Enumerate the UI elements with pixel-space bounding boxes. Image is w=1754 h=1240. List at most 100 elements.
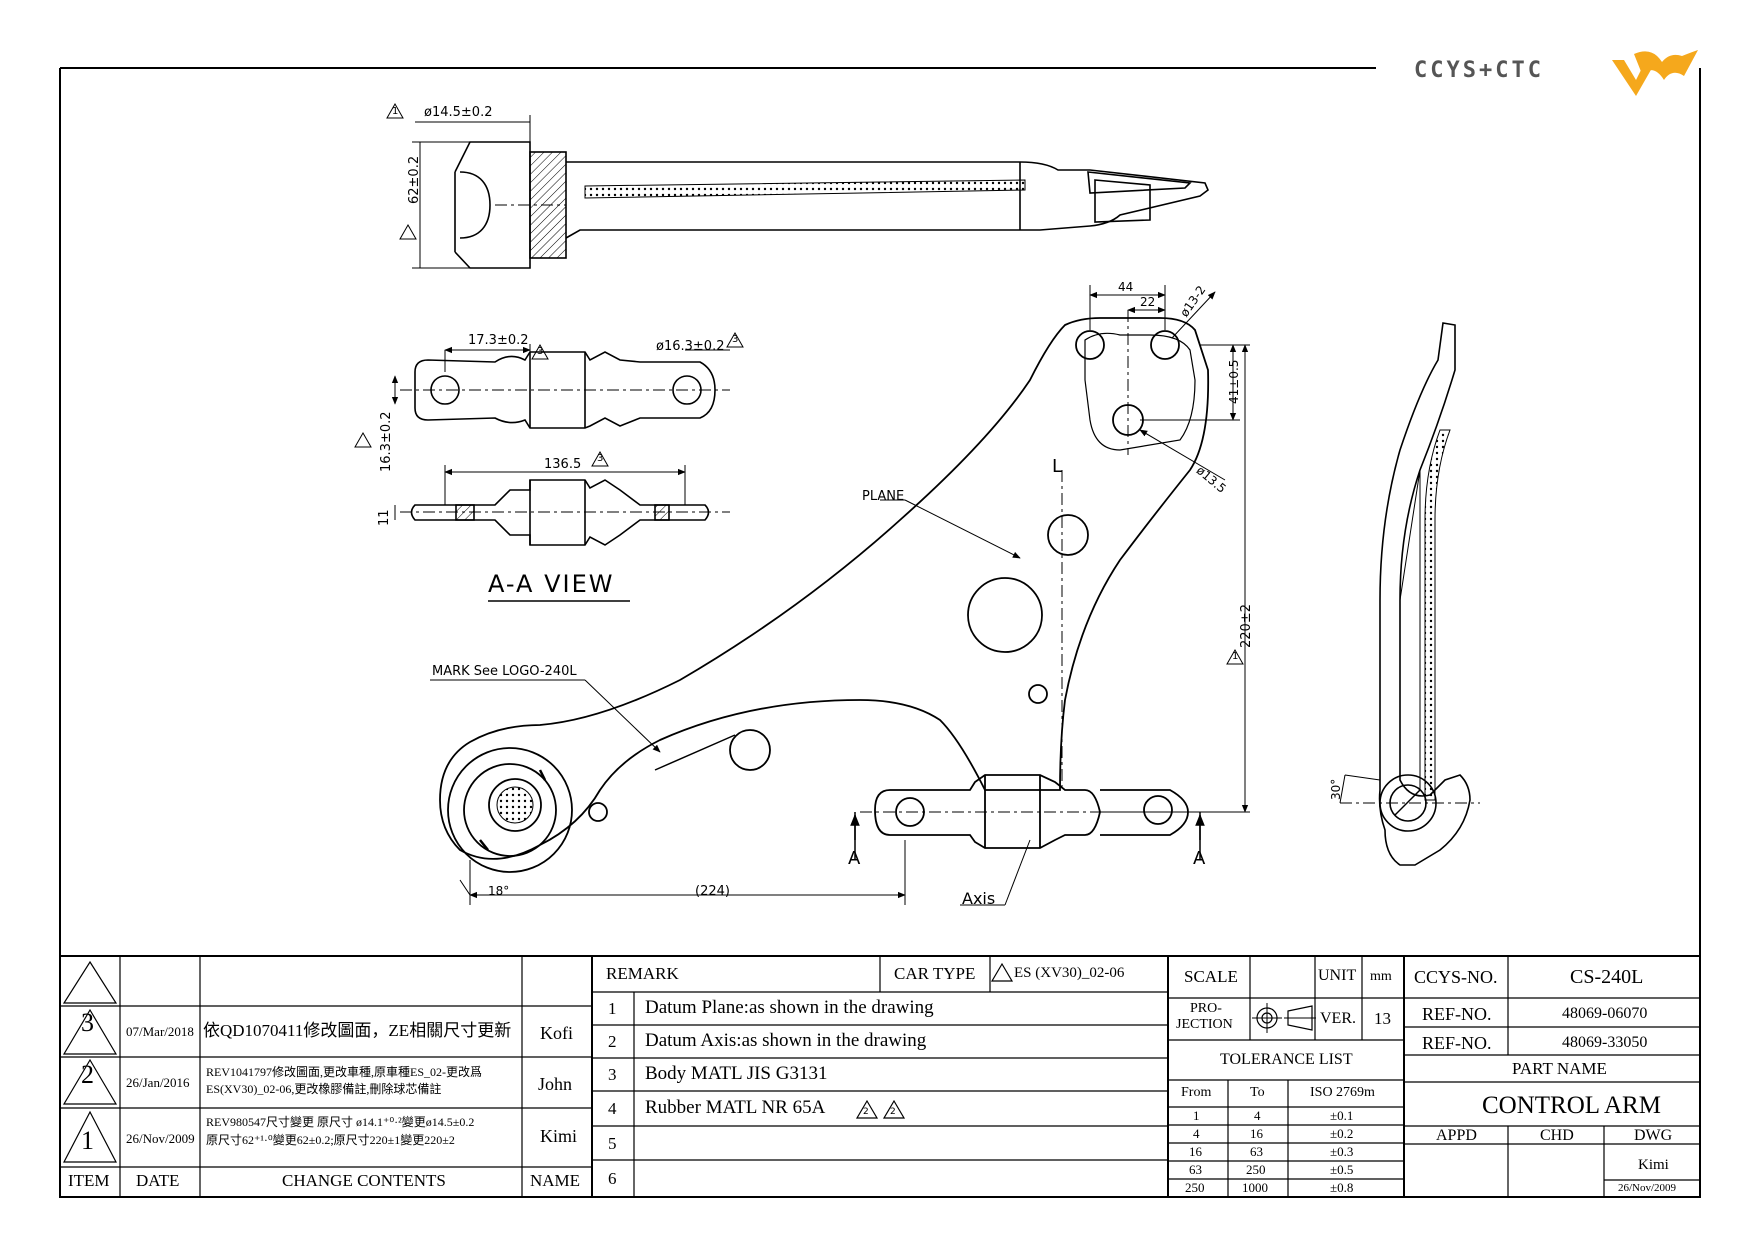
appd-label: APPD xyxy=(1436,1127,1477,1144)
remark-text: Rubber MATL NR 65A xyxy=(645,1097,826,1118)
dim-bushing-dia: ø14.5±0.2 xyxy=(424,105,493,120)
tol-to: 16 xyxy=(1250,1126,1263,1141)
section-a-right: A xyxy=(1193,848,1206,869)
car-type-label: CAR TYPE xyxy=(894,964,976,983)
rev-item-2: 2 xyxy=(81,1060,94,1089)
remark-no: 5 xyxy=(608,1134,617,1153)
bushing-view xyxy=(400,351,730,429)
top-view xyxy=(454,141,1209,269)
tol-from: 16 xyxy=(1189,1144,1202,1159)
tol-to: 250 xyxy=(1246,1162,1266,1177)
tol-value: ±0.2 xyxy=(1330,1126,1354,1141)
rubber-marker: 2 xyxy=(863,1107,869,1117)
rev-change-1-line1: REV980547尺寸變更 原尺寸 ø14.1⁺⁰·²變更ø14.5±0.2 xyxy=(206,1115,475,1129)
remark-no: 1 xyxy=(608,999,617,1018)
tol-header-std: ISO 2769m xyxy=(1310,1085,1375,1100)
dim-angle-18: 18° xyxy=(488,884,510,898)
tol-value: ±0.8 xyxy=(1330,1180,1354,1195)
remark-no: 2 xyxy=(608,1032,617,1051)
tol-header-to: To xyxy=(1250,1085,1265,1100)
tol-from: 63 xyxy=(1189,1162,1202,1177)
mark-logo-label: MARK See LOGO-240L xyxy=(432,664,577,679)
remark-no: 6 xyxy=(608,1169,617,1188)
rev-header-date: DATE xyxy=(136,1171,180,1190)
dim-hole-spacing: 44 xyxy=(1118,280,1134,294)
dim-bushing-length: 17.3±0.2 xyxy=(468,333,529,348)
tol-to: 4 xyxy=(1254,1108,1261,1123)
ref1-value: 48069-06070 xyxy=(1562,1005,1648,1022)
dim-bushing-height: 62±0.2 xyxy=(407,155,422,204)
remark-no: 3 xyxy=(608,1065,617,1084)
title-block-grid xyxy=(59,955,1701,1198)
rev-marker: 3 xyxy=(732,334,739,345)
axis-label: Axis xyxy=(962,889,996,908)
rev-date-1: 26/Nov/2009 xyxy=(126,1131,195,1146)
rev-header-change: CHANGE CONTENTS xyxy=(282,1171,446,1190)
rev-name-1: Kimi xyxy=(540,1126,578,1146)
company-logo-text: CCYS+CTC xyxy=(1414,58,1544,83)
section-a-left: A xyxy=(848,848,861,869)
car-type-value: ES (XV30)_02-06 xyxy=(1014,965,1125,981)
dwg-name: Kimi xyxy=(1638,1157,1669,1173)
ref1-label: REF-NO. xyxy=(1422,1004,1492,1024)
rev-marker: 3 xyxy=(537,346,544,357)
bushing-dimensions xyxy=(354,331,744,602)
ccys-value: CS-240L xyxy=(1570,966,1644,988)
remark-text: Datum Axis:as shown in the drawing xyxy=(645,1030,927,1051)
tol-from: 4 xyxy=(1193,1126,1200,1141)
shaft-view xyxy=(400,479,730,546)
rev-item-3: 3 xyxy=(81,1008,94,1037)
rev-marker: 3 xyxy=(597,453,604,464)
arm-dimensions xyxy=(430,285,1250,906)
top-view-dimensions xyxy=(386,102,531,269)
logo-swoosh-icon xyxy=(1612,50,1698,96)
dwg-label: DWG xyxy=(1634,1127,1673,1144)
arm-view xyxy=(439,310,1210,873)
dim-height-220: 220±2 xyxy=(1239,604,1254,648)
tol-header-from: From xyxy=(1181,1085,1212,1100)
scale-label: SCALE xyxy=(1184,967,1238,986)
dim-length-224: (224) xyxy=(695,884,730,899)
part-name-value: CONTROL ARM xyxy=(1482,1092,1661,1119)
tol-to: 63 xyxy=(1250,1144,1263,1159)
tol-value: ±0.5 xyxy=(1330,1162,1354,1177)
rev-header-item: ITEM xyxy=(68,1171,110,1190)
tol-from: 1 xyxy=(1193,1108,1200,1123)
ref2-value: 48069-33050 xyxy=(1562,1034,1648,1051)
projection-label-1: PRO- xyxy=(1190,1001,1222,1016)
remark-text: Body MATL JIS G3131 xyxy=(645,1063,828,1084)
dim-vertical-41: 41±0.5 xyxy=(1227,359,1241,404)
remark-no: 4 xyxy=(608,1099,617,1118)
tol-to: 1000 xyxy=(1242,1180,1268,1195)
rev-change-2-line1: REV1041797修改圖面,更改車種,原車種ES_02-更改爲 xyxy=(206,1065,483,1079)
rev-change-3: 依QD1070411修改圖面，ZE相關尺寸更新 xyxy=(203,1021,512,1040)
dim-shaft-length: 136.5 xyxy=(544,457,582,472)
dim-hole-half: 22 xyxy=(1140,295,1156,309)
rev-date-3: 07/Mar/2018 xyxy=(126,1024,194,1039)
rev-header-name: NAME xyxy=(530,1171,581,1190)
ver-value: 13 xyxy=(1374,1009,1391,1028)
dim-angle-30: 30° xyxy=(1329,778,1343,800)
rubber-marker: 2 xyxy=(890,1107,896,1117)
side-view xyxy=(1339,322,1480,866)
rev-change-1-line2: 原尺寸62⁺¹·⁰變更62±0.2;原尺寸220±1變更220±2 xyxy=(206,1133,455,1147)
dim-shaft-thickness: 11 xyxy=(377,509,392,526)
rev-name-3: Kofi xyxy=(540,1023,573,1043)
section-view-label: A-A VIEW xyxy=(488,570,615,598)
rev-name-2: John xyxy=(538,1074,573,1094)
tol-value: ±0.1 xyxy=(1330,1108,1354,1123)
plane-label: PLANE xyxy=(862,489,905,504)
ver-label: VER. xyxy=(1320,1010,1356,1027)
rev-item-1: 1 xyxy=(81,1126,94,1155)
rev-marker: 1 xyxy=(392,106,399,117)
unit-label: UNIT xyxy=(1318,967,1357,984)
chd-label: CHD xyxy=(1540,1127,1574,1144)
tolerance-title: TOLERANCE LIST xyxy=(1220,1051,1353,1068)
dwg-date: 26/Nov/2009 xyxy=(1618,1182,1677,1194)
ccys-label: CCYS-NO. xyxy=(1414,967,1498,987)
projection-label-2: JECTION xyxy=(1176,1017,1233,1032)
ref2-label: REF-NO. xyxy=(1422,1033,1492,1053)
dim-bushing-side: 16.3±0.2 xyxy=(379,411,394,472)
rev-marker: 1 xyxy=(1232,651,1239,662)
